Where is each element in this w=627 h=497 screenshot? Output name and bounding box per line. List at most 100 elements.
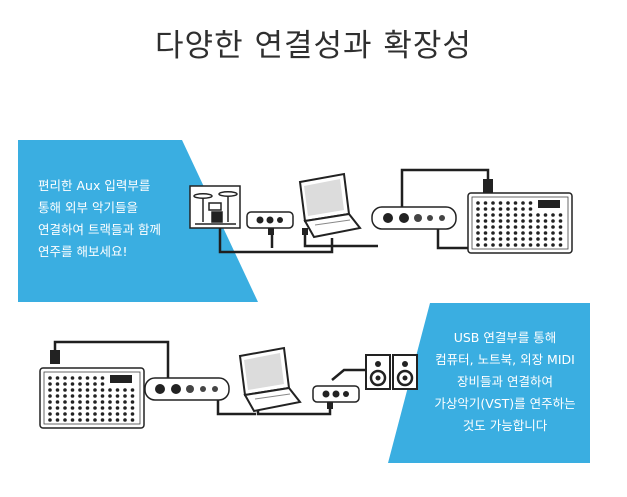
keypad-key [123, 388, 127, 392]
keypad-key [85, 418, 90, 422]
keypad-key [48, 400, 52, 404]
keypad-key [85, 394, 90, 398]
keypad-key [48, 376, 52, 380]
keypad-key [536, 219, 540, 223]
keypad-key [498, 213, 503, 217]
keypad-key [63, 412, 67, 416]
keypad-key [85, 400, 90, 404]
keypad-key [108, 418, 112, 422]
keypad-key [513, 231, 518, 235]
keypad-key [521, 219, 525, 223]
keyboard-controller-icon [467, 179, 573, 254]
keypad-key [70, 394, 75, 398]
bottom-callout-panel [388, 303, 590, 463]
callout-line: 연주를 해보세요! [38, 244, 128, 259]
keypad-key [558, 243, 563, 247]
keypad-key [48, 388, 52, 392]
callout-line: 것도 가능합니다 [462, 418, 548, 433]
keypad-key [48, 382, 52, 386]
keypad-key [130, 406, 135, 410]
keypad-key [55, 388, 60, 392]
keypad-key [491, 237, 495, 241]
top-cables [218, 168, 490, 254]
keypad-key [476, 231, 480, 235]
keypad-key [513, 213, 518, 217]
keypad-key [115, 388, 120, 392]
keypad-key [70, 382, 75, 386]
keypad-key [558, 237, 563, 241]
monitor-speaker-icon [392, 354, 418, 390]
keypad-key [528, 243, 533, 247]
keypad-key [476, 219, 480, 223]
keypad-key [78, 388, 82, 392]
keypad-key [130, 400, 135, 404]
keypad-key [521, 225, 525, 229]
keypad-key [100, 406, 105, 410]
keypad-key [130, 394, 135, 398]
keypad-key [115, 418, 120, 422]
keypad-key [85, 382, 90, 386]
keypad-key [70, 406, 75, 410]
keypad-key [483, 213, 488, 217]
keypad-key [63, 418, 67, 422]
keypad-key [93, 394, 97, 398]
keypad-key [476, 237, 480, 241]
audio-interface-icon [371, 206, 457, 230]
keypad-key [536, 237, 540, 241]
keypad-key [78, 376, 82, 380]
keypad-key [93, 388, 97, 392]
keypad-key [491, 225, 495, 229]
keypad-key [513, 225, 518, 229]
keypad-key [85, 388, 90, 392]
keypad-key [55, 412, 60, 416]
keypad-key [476, 213, 480, 217]
top-callout-panel [18, 140, 258, 302]
keypad-key [543, 213, 548, 217]
keypad-key [476, 207, 480, 211]
keypad-key [483, 231, 488, 235]
keypad-key [108, 400, 112, 404]
keypad-key [491, 207, 495, 211]
keypad-key [521, 237, 525, 241]
callout-line: 편리한 Aux 입력부를 [38, 178, 151, 193]
keypad-key [506, 237, 510, 241]
aux-input-callout: 편리한 Aux 입력부를 통해 외부 악기들을 연결하여 트랙들과 함께 연주를… [38, 175, 161, 263]
keypad-key [85, 376, 90, 380]
keypad-key [506, 225, 510, 229]
keypad-key [100, 394, 105, 398]
keypad-key [483, 225, 488, 229]
keypad-key [543, 219, 548, 223]
keypad-key [498, 243, 503, 247]
keypad-key [536, 213, 540, 217]
keypad-key [85, 412, 90, 416]
keypad-key [506, 243, 510, 247]
callout-line: 장비들과 연결하여 [457, 374, 553, 389]
keypad-key [498, 207, 503, 211]
keypad-key [93, 376, 97, 380]
keypad-key [558, 213, 563, 217]
keypad-key [543, 231, 548, 235]
keypad-key [483, 243, 488, 247]
keypad-key [70, 388, 75, 392]
keypad-key [63, 382, 67, 386]
monitor-speaker-icon [365, 354, 391, 390]
keypad-key [513, 207, 518, 211]
keypad-key [558, 219, 563, 223]
keypad-key [558, 225, 563, 229]
keypad-key [498, 201, 503, 205]
callout-line: 컴퓨터, 노트북, 외장 MIDI [435, 352, 575, 367]
keypad-key [483, 219, 488, 223]
keypad-key [63, 376, 67, 380]
keypad-key [551, 219, 555, 223]
keypad-key [100, 376, 105, 380]
keypad-key [70, 412, 75, 416]
keypad-key [115, 400, 120, 404]
keypad-key [491, 219, 495, 223]
keypad-key [93, 418, 97, 422]
keypad-key [115, 406, 120, 410]
keypad-key [100, 382, 105, 386]
keypad-key [78, 412, 82, 416]
keypad-key [130, 388, 135, 392]
keypad-key [115, 394, 120, 398]
drum-kit-icon [189, 185, 241, 229]
